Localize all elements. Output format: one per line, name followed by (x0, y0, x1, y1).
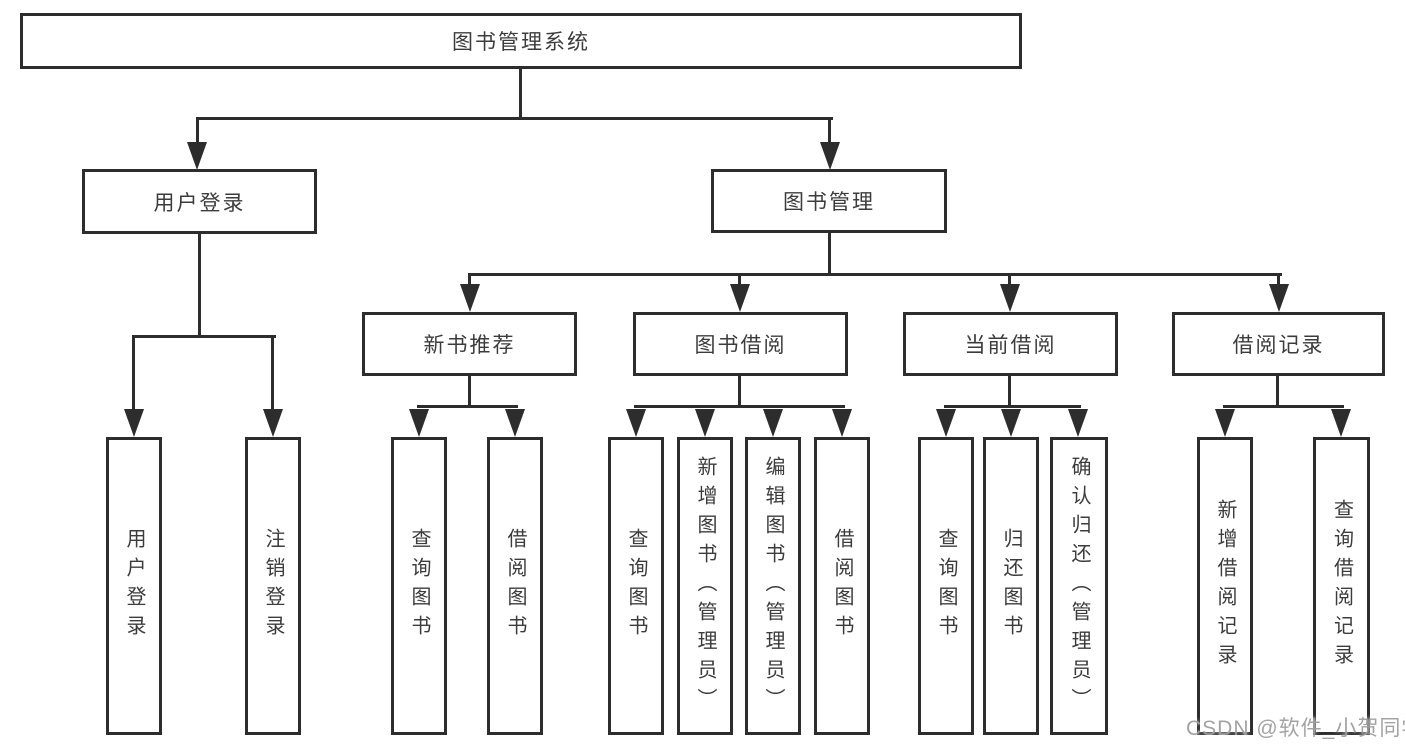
node-library-system: 图书管理系统 (20, 13, 1022, 69)
node-query-borrow-record-label: 查询借阅记录 (1330, 499, 1353, 673)
node-logout: 注销登录 (245, 437, 301, 735)
node-borrow-books-recommend: 借阅图书 (487, 437, 543, 735)
arrow-down-icon (832, 409, 852, 437)
arrow-down-icon (460, 284, 480, 312)
connector-line (1008, 376, 1011, 408)
node-add-borrow-record: 新增借阅记录 (1197, 437, 1253, 735)
node-confirm-return-admin-label: 确认归还（管理员） (1068, 455, 1090, 717)
connector-line (417, 405, 518, 408)
node-edit-books-admin: 编辑图书（管理员） (745, 437, 801, 735)
connector-line (196, 117, 833, 120)
arrow-down-icon (1000, 284, 1020, 312)
node-query-books-recommend-label: 查询图书 (408, 528, 430, 644)
node-add-books-admin: 新增图书（管理员） (677, 437, 733, 735)
node-new-book-recommend: 新书推荐 (362, 312, 577, 376)
arrow-down-icon (124, 409, 144, 437)
node-book-borrowing-label: 图书借阅 (694, 334, 787, 357)
node-book-management: 图书管理 (711, 169, 947, 233)
connector-line (198, 234, 201, 335)
node-query-books-borrowing-label: 查询图书 (625, 528, 647, 644)
arrow-down-icon (263, 409, 283, 437)
node-borrow-books-borrowing-label: 借阅图书 (831, 528, 853, 644)
node-borrow-books-borrowing: 借阅图书 (814, 437, 870, 735)
node-add-borrow-record-label: 新增借阅记录 (1214, 499, 1236, 673)
connector-line (738, 273, 741, 287)
arrow-down-icon (936, 409, 956, 437)
node-user-login-leaf-label: 用户登录 (123, 528, 145, 644)
node-library-system-label: 图书管理系统 (452, 31, 590, 54)
arrow-down-icon (1331, 409, 1351, 437)
connector-line (468, 273, 471, 287)
node-user-login-leaf: 用户登录 (106, 437, 162, 735)
node-borrowing-records: 借阅记录 (1172, 312, 1385, 376)
node-logout-label: 注销登录 (262, 528, 284, 644)
node-add-books-admin-label: 新增图书（管理员） (694, 455, 716, 717)
connector-line (828, 117, 831, 145)
connector-line (132, 335, 276, 338)
connector-line (196, 117, 199, 145)
arrow-down-icon (695, 409, 715, 437)
node-query-borrow-record: 查询借阅记录 (1313, 437, 1370, 735)
node-query-books-current: 查询图书 (918, 437, 974, 735)
arrow-down-icon (1001, 409, 1021, 437)
connector-line (1277, 273, 1280, 287)
arrow-down-icon (187, 142, 207, 170)
connector-line (738, 376, 741, 408)
arrow-down-icon (505, 409, 525, 437)
node-borrow-books-recommend-label: 借阅图书 (504, 528, 526, 644)
node-user-login-label: 用户登录 (153, 191, 246, 215)
node-edit-books-admin-label: 编辑图书（管理员） (762, 455, 784, 717)
arrow-down-icon (1068, 409, 1088, 437)
connector-line (132, 335, 135, 412)
arrow-down-icon (730, 284, 750, 312)
connector-line (634, 405, 845, 408)
node-query-books-recommend: 查询图书 (391, 437, 447, 735)
node-current-borrowing: 当前借阅 (903, 312, 1118, 376)
watermark: CSDN @软件_小贺同学 (1186, 717, 1405, 740)
arrow-down-icon (763, 409, 783, 437)
arrow-down-icon (820, 142, 840, 170)
arrow-down-icon (1215, 409, 1235, 437)
connector-line (271, 335, 274, 412)
node-query-books-current-label: 查询图书 (935, 528, 957, 644)
connector-line (1276, 376, 1279, 408)
node-current-borrowing-label: 当前借阅 (964, 334, 1057, 357)
node-book-management-label: 图书管理 (783, 191, 875, 214)
connector-line (944, 405, 1081, 408)
node-query-books-borrowing: 查询图书 (608, 437, 664, 735)
connector-line (519, 69, 522, 117)
connector-line (1223, 405, 1344, 408)
node-borrowing-records-label: 借阅记录 (1232, 334, 1325, 357)
arrow-down-icon (626, 409, 646, 437)
node-return-books-label: 归还图书 (1000, 528, 1022, 644)
connector-line (468, 376, 471, 408)
connector-line (468, 273, 1282, 276)
node-confirm-return-admin: 确认归还（管理员） (1050, 437, 1108, 735)
node-new-book-recommend-label: 新书推荐 (423, 334, 516, 357)
node-user-login: 用户登录 (82, 169, 317, 234)
node-book-borrowing: 图书借阅 (633, 312, 848, 376)
connector-line (1008, 273, 1011, 287)
node-return-books: 归还图书 (983, 437, 1039, 735)
connector-line (828, 233, 831, 275)
arrow-down-icon (1269, 284, 1289, 312)
arrow-down-icon (409, 409, 429, 437)
